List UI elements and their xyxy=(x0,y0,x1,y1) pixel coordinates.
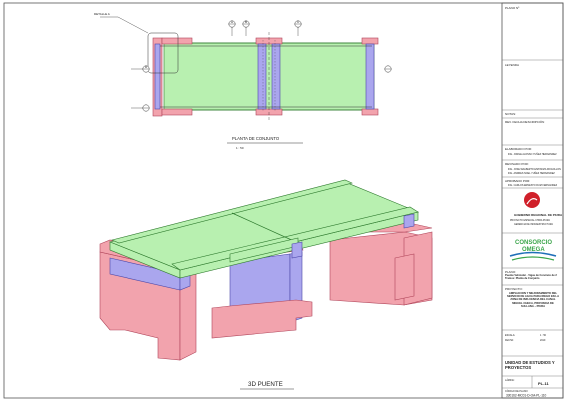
tb-client-sub-1: PROYECTO ESPECIAL CHIRA PIURA xyxy=(510,219,550,222)
tb-codigo-value: 330162-MC01-D-OA-PL-110 xyxy=(506,394,547,398)
titleblock-frame xyxy=(501,2,564,399)
tb-proyecto-label: PROYECTO: xyxy=(505,287,523,291)
plan-abutment-right-seat xyxy=(365,43,375,110)
abutment-right-bearing xyxy=(403,213,415,229)
pier-footing xyxy=(211,299,313,339)
tb-consortium-line2: OMEGA xyxy=(522,247,545,253)
plan-abutment-right-wing-top xyxy=(361,37,379,45)
section-marker-c-label: C xyxy=(297,20,300,24)
tb-fecha-label: FECHA: xyxy=(505,339,514,342)
tb-plano-label: PLANO Nº xyxy=(505,6,520,10)
plan-scale: 1 : 50 xyxy=(236,146,244,150)
section-marker-e xyxy=(131,104,150,112)
section-marker-b: B xyxy=(242,20,250,36)
tb-plano-title-label: PLANO: xyxy=(505,270,516,274)
tb-elaborado-value: ING. JORGE ALONSO YUÑEZ HERNANDEZ xyxy=(508,153,557,156)
tb-client-name: GOBIERNO REGIONAL DE PIURA xyxy=(514,213,563,217)
deck-expansion-joint xyxy=(231,212,297,243)
tb-escala-value: 1 : 50 xyxy=(540,334,547,337)
tb-notas-label: NOTAS: xyxy=(505,112,516,116)
bridge-3d-view: 3D PUENTE xyxy=(99,179,433,390)
section-marker-b-label: B xyxy=(245,20,247,24)
plan-pier-right-seat xyxy=(271,43,281,110)
pier-bearing xyxy=(291,241,303,259)
tb-fecha-value: 2019 xyxy=(540,339,546,342)
tb-aprobado-label: APROBADO POR: xyxy=(505,179,530,183)
plan-title: PLANTA DE CONJUNTO xyxy=(232,136,280,141)
tb-proyecto-value: AMPLIACIÓN Y MEJORAMIENTO DEL SERVICIO D… xyxy=(507,292,559,308)
plan-detail-label: DETALLE A xyxy=(94,12,110,16)
tb-leyenda-label: LEYENDA xyxy=(505,63,519,67)
title-block: PLANO Nº LEYENDA NOTAS: REV. FECHA DESCR… xyxy=(502,6,563,398)
section-marker-a: A xyxy=(228,20,236,36)
plan-detail-leader xyxy=(117,16,149,34)
plan-view: DETALLE A A B C xyxy=(94,12,392,150)
tb-plano-title-wrap: Puente Vehicular - Vigas de Concreto de … xyxy=(505,274,557,280)
section-marker-c: C xyxy=(294,20,302,36)
consortium-wave-icon xyxy=(509,251,557,257)
plan-abutment-left-seat xyxy=(154,43,161,110)
plan-abutment-left-wing-top xyxy=(161,37,193,45)
abutment-right-step xyxy=(394,253,415,301)
plan-detail-callout-box xyxy=(147,32,179,74)
consortium-wave-icon-2 xyxy=(511,256,555,261)
tb-escala-label: ESCALA: xyxy=(505,334,515,337)
tb-lamina-value: PL-11 xyxy=(538,381,549,386)
plan-abutment-right-wing-bottom xyxy=(361,108,379,116)
plan-pier-left-seat xyxy=(257,43,267,110)
tb-plano-title-value: Puente Vehicular - Vigas de Concreto de … xyxy=(505,274,557,280)
section-marker-f xyxy=(384,65,392,73)
plan-section-markers: A B C D xyxy=(131,20,392,112)
section-marker-d-label: D xyxy=(145,65,148,69)
section-marker-a-label: A xyxy=(231,20,233,24)
tb-aprobado-value: ING. CARLOS ERNESTO RUIZ FERNANDEZ xyxy=(508,184,558,187)
view3d-title: 3D PUENTE xyxy=(248,381,283,388)
tb-codigo-label: CÓDIGO DE PLANO: xyxy=(505,390,528,393)
client-logo-icon xyxy=(524,192,540,208)
tb-client-sub-2: GERENCIA DE INFRAESTRUCTURA xyxy=(514,223,553,226)
tb-consortium-line1: CONSORCIO xyxy=(515,240,552,246)
deck-curb-left xyxy=(111,179,353,244)
tb-revisado-label: REVISADO POR: xyxy=(505,162,529,166)
tb-revisado-value-2: ING. ANDRES NOEL YUÑEZ HERNANDEZ xyxy=(508,172,555,175)
tb-proyecto-wrap: AMPLIACIÓN Y MEJORAMIENTO DEL SERVICIO D… xyxy=(507,292,559,308)
tb-unidad: UNIDAD DE ESTUDIOS Y PROYECTOS xyxy=(505,360,555,370)
tb-revisado-value: ING. JOSE WALBERTO ESPINOZA MOGOLLON xyxy=(508,168,561,171)
tb-elaborado-label: ELABORADO POR: xyxy=(505,147,532,151)
plan-abutment-left-wing-bottom xyxy=(161,108,193,116)
client-logo-mark xyxy=(526,198,538,205)
tb-lamina-label: LÁMINA: xyxy=(505,379,515,382)
tb-unidad-wrap: UNIDAD DE ESTUDIOS Y PROYECTOS xyxy=(505,360,555,370)
tb-rev-label: REV. FECHA DESCRIPCIÓN xyxy=(505,119,544,124)
section-marker-d: D xyxy=(131,65,150,73)
